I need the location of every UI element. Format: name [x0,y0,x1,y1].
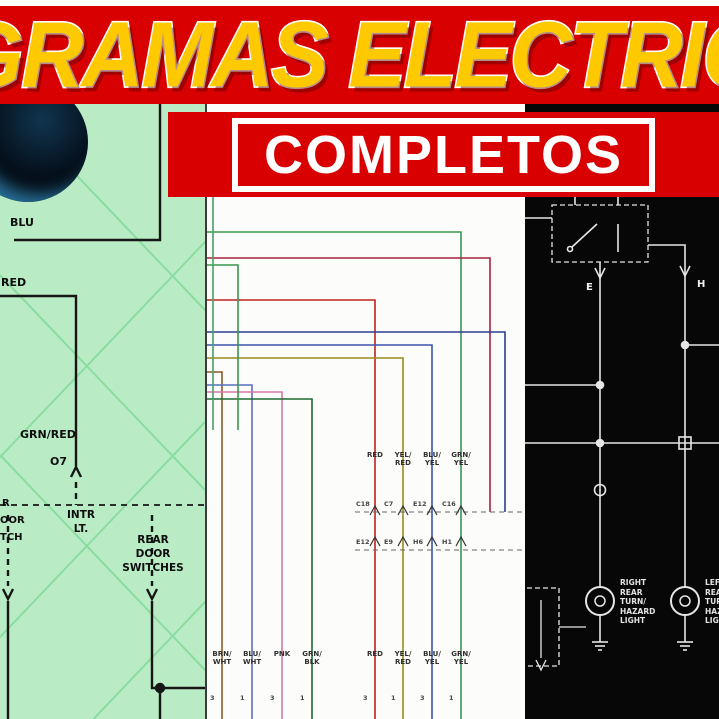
lamp-label-line: REAR [620,587,643,597]
connector-arrows [369,504,467,547]
terminal-label-h: H [697,279,706,290]
subtitle-border-box: COMPLETOS [231,117,656,192]
connector-label-o7: O7 [50,455,68,468]
connector-id-top-1: C18 [356,500,370,508]
pin-number: 3 [420,694,425,702]
riser-label-line: GRN/ [451,451,471,459]
bottom-wire-label-brn-wht: BRN/ WHT [208,650,236,666]
bottom-wire-label-blu-yel: BLU/ YEL [418,650,446,666]
riser-label-line: RED [395,458,411,467]
bottom-wire-line: YEL/ [394,650,412,658]
bottom-wire-line: YEL [453,657,469,666]
intr-lt-line1: INTR [67,509,95,521]
right-rear-lamp-symbol [585,586,615,651]
connector-id-top-2: C7 [384,500,394,508]
bottom-wire-label-yel-red: YEL/ RED [389,650,417,666]
lamp-label-line: HAZARD [620,606,656,616]
rear-door-line2: DOOR [135,548,171,560]
terminal-label-e: E [586,282,593,293]
rear-door-line3: SWITCHES [122,562,184,574]
bottom-wire-label-red: RED [361,650,389,659]
connector-id-bottom-2: E9 [384,538,393,546]
rear-door-line1: REAR [137,534,169,546]
bottom-wire-line: RED [367,650,383,658]
bottom-wire-line: BLU/ [423,650,441,658]
relay-symbol [525,190,649,263]
intr-lt-line2: LT. [73,523,89,535]
lamp-label-line: TURN/ [705,597,719,606]
pin-number: 3 [363,694,368,702]
left-rear-lamp-label: LEFT REAR TURN/ HAZARD LIGHT [705,578,719,626]
bottom-wire-line: RED [395,657,411,666]
pin-number: 1 [240,694,245,702]
bottom-wire-line: YEL [424,657,440,666]
bottom-wire-line: BLK [304,657,320,666]
bottom-wire-label-pnk: PNK [268,650,296,659]
riser-label-grn-yel: GRN/ YEL [447,451,475,467]
lamp-label-line: REAR [705,587,719,597]
bottom-wire-label-grn-yel: GRN/ YEL [447,650,475,666]
bottom-wire-line: WHT [242,657,262,666]
connector-id-top-4: C16 [442,500,456,508]
riser-label-blu-yel: BLU/ YEL [418,451,446,467]
clipped-label-3: TCH [0,532,23,543]
pin-number: 1 [300,694,305,702]
clipped-label-1: R [2,498,10,509]
connector-id-bottom-4: H1 [442,538,452,546]
riser-label-line: YEL [424,458,440,467]
lamp-label-line: LIGHT [620,616,646,625]
pin-number: 1 [449,694,454,702]
green-diagonal-watermark [0,94,205,719]
bottom-wire-line: WHT [212,657,232,666]
pin-number: 3 [270,694,275,702]
intr-lt-label: INTR LT. [58,508,104,536]
lamp-label-line: LIGHT [705,616,719,625]
subtitle-banner: COMPLETOS [168,112,719,197]
lamp-label-line: LEFT [705,578,719,587]
bottom-wire-label-grn-blk: GRN/ BLK [298,650,326,666]
bottom-wire-line: BRN/ [212,650,232,658]
right-rear-lamp-label: RIGHT REAR TURN/ HAZARD LIGHT [620,578,666,626]
bottom-wire-line: GRN/ [302,650,322,658]
connector-id-bottom-3: H6 [413,538,423,546]
rear-door-switches-label: REAR DOOR SWITCHES [116,533,190,575]
riser-label-line: RED [367,451,383,459]
lamp-label-line: RIGHT [620,578,647,587]
colored-wire-bundle [207,197,506,719]
riser-label-line: YEL/ [394,451,412,459]
white-wiring-diagram [205,0,525,719]
lamp-label-line: TURN/ [620,597,646,606]
riser-label-line: BLU/ [423,451,441,459]
pin-number: 1 [391,694,396,702]
subtitle-text: COMPLETOS [263,124,624,185]
left-rear-lamp-symbol [670,586,700,651]
wire-label-red: RED [1,276,27,289]
bottom-wire-line: BLU/ [243,650,261,658]
wire-label-blu: BLU [10,216,34,229]
panel-divider-line [205,0,207,719]
bottom-wire-label-blu-wht: BLU/ WHT [238,650,266,666]
riser-label-line: YEL [453,458,469,467]
connector-boundaries [355,511,525,551]
bottom-wire-line: PNK [273,650,291,658]
connector-id-top-3: E12 [413,500,427,508]
wire-label-grn-red: GRN/RED [20,428,76,441]
clipped-label-2: OOR [0,515,25,526]
riser-label-yel-red: YEL/ RED [389,451,417,467]
green-wires [0,96,205,719]
black-wires [525,244,719,587]
riser-label-red: RED [361,451,389,460]
pin-number: 3 [210,694,215,702]
lamp-label-line: HAZARD [705,606,719,616]
connector-id-bottom-1: E12 [356,538,370,546]
bottom-wire-line: GRN/ [451,650,471,658]
left-edge-connector-box [525,587,586,672]
